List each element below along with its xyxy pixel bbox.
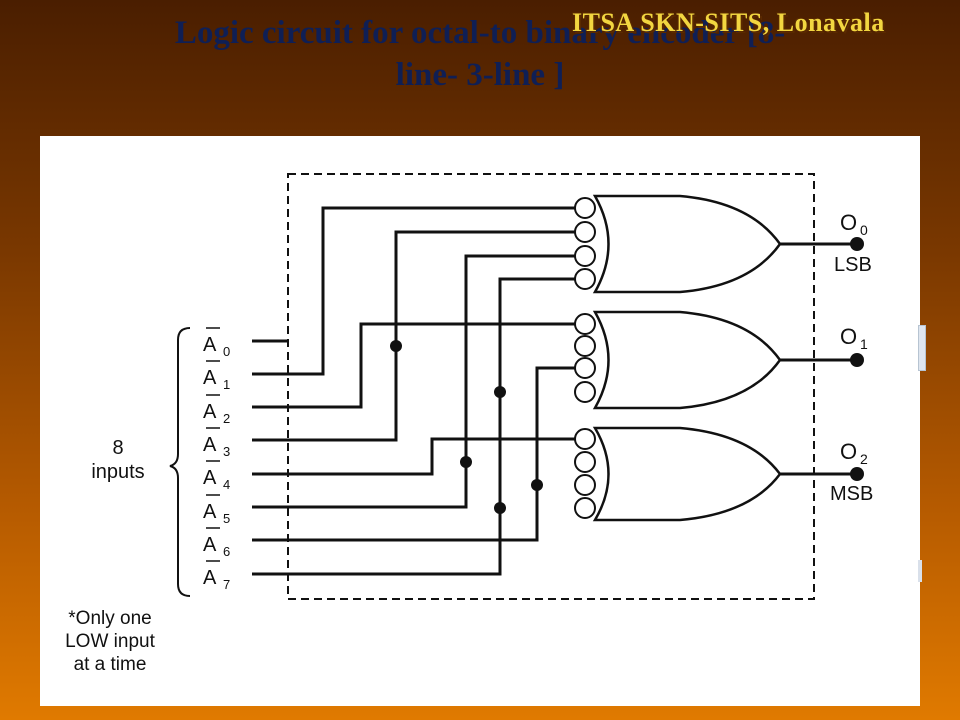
svg-text:A: A bbox=[203, 534, 217, 556]
svg-text:0: 0 bbox=[860, 222, 868, 238]
wire-a2 bbox=[252, 322, 575, 409]
svg-text:2: 2 bbox=[223, 411, 230, 426]
svg-text:O: O bbox=[840, 324, 857, 349]
or-gate-o1 bbox=[574, 310, 864, 410]
wire-a7 bbox=[252, 277, 575, 576]
svg-text:5: 5 bbox=[223, 511, 230, 526]
output-label-o2: O 2 MSB bbox=[830, 439, 873, 505]
input-wires bbox=[252, 206, 575, 576]
svg-text:4: 4 bbox=[223, 477, 230, 492]
svg-text:A: A bbox=[203, 401, 217, 423]
svg-text:7: 7 bbox=[223, 577, 230, 592]
or-gate-o0 bbox=[574, 194, 864, 294]
wire-a5 bbox=[252, 254, 575, 509]
svg-text:3: 3 bbox=[223, 444, 230, 459]
wire-a6 bbox=[252, 366, 575, 542]
inputs-brace bbox=[169, 327, 191, 597]
output-tag-lsb: LSB bbox=[834, 254, 872, 276]
slide-title-line-1: Logic circuit for octal-to binary encode… bbox=[174, 15, 786, 51]
slide-title: Logic circuit for octal-to binary encode… bbox=[40, 12, 920, 96]
svg-text:A: A bbox=[203, 467, 217, 489]
svg-text:A: A bbox=[203, 367, 217, 389]
footnote: *Only one LOW input at a time bbox=[65, 608, 155, 675]
output-label-o1: O 1 bbox=[840, 324, 868, 352]
output-tag-msb: MSB bbox=[830, 483, 873, 505]
encoder-dashed-boundary bbox=[287, 173, 815, 600]
svg-text:O: O bbox=[840, 439, 857, 464]
svg-text:A: A bbox=[203, 567, 217, 589]
junction-dot bbox=[494, 502, 506, 514]
inputs-brace-label-text: inputs bbox=[91, 461, 144, 483]
or-gate-o2 bbox=[574, 426, 864, 522]
junction-dot bbox=[390, 340, 402, 352]
side-edge-fragment bbox=[918, 325, 926, 371]
wire-a4 bbox=[252, 437, 575, 476]
svg-text:O: O bbox=[840, 210, 857, 235]
svg-text:0: 0 bbox=[223, 344, 230, 359]
svg-text:A: A bbox=[203, 334, 217, 356]
svg-text:6: 6 bbox=[223, 544, 230, 559]
institution-watermark: ITSA SKN-SITS, Lonavala bbox=[572, 8, 885, 37]
svg-text:A: A bbox=[203, 434, 217, 456]
slide-title-line-2: line- 3-line ] bbox=[395, 57, 565, 93]
junction-dot bbox=[531, 479, 543, 491]
svg-text:1: 1 bbox=[860, 336, 868, 352]
wire-a1 bbox=[252, 206, 575, 376]
svg-text:A: A bbox=[203, 501, 217, 523]
wire-a3 bbox=[252, 230, 575, 442]
svg-text:LOW input: LOW input bbox=[65, 631, 155, 652]
svg-text:1: 1 bbox=[223, 377, 230, 392]
inputs-brace-label-count: 8 bbox=[112, 437, 123, 459]
junction-dots bbox=[390, 340, 543, 514]
junction-dot bbox=[494, 386, 506, 398]
side-edge-fragment bbox=[918, 560, 922, 582]
svg-text:*Only one: *Only one bbox=[68, 608, 151, 629]
junction-dot bbox=[460, 456, 472, 468]
output-label-o0: O 0 LSB bbox=[834, 210, 872, 276]
svg-text:at a time: at a time bbox=[74, 654, 147, 675]
svg-text:2: 2 bbox=[860, 451, 868, 467]
